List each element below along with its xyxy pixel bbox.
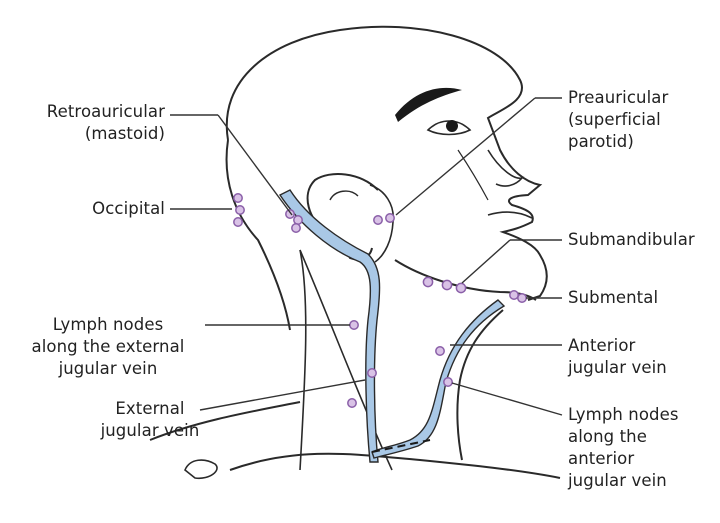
label-lymph-ant-line2: along the bbox=[568, 427, 647, 446]
label-anterior-jugular: Anterior jugular vein bbox=[568, 335, 718, 379]
node-submental bbox=[517, 293, 527, 303]
label-preauricular-line1: Preauricular bbox=[568, 88, 669, 107]
label-retroauricular-line1: Retroauricular bbox=[46, 102, 165, 121]
nose bbox=[487, 149, 525, 187]
eye bbox=[426, 120, 472, 136]
leader-preauricular-diag bbox=[395, 97, 536, 216]
node-external-jugular bbox=[347, 398, 357, 408]
leader-retroauricular-diag bbox=[217, 114, 293, 216]
neck-muscle-outline bbox=[299, 249, 393, 471]
shoulder-outline bbox=[149, 401, 301, 441]
node-submandibular bbox=[455, 282, 467, 294]
label-preauricular-line3: parotid) bbox=[568, 132, 634, 151]
label-lymph-ext-line3: jugular vein bbox=[58, 359, 158, 378]
eyebrow bbox=[395, 87, 462, 122]
label-lymph-ant-line1: Lymph nodes bbox=[568, 405, 679, 424]
label-lymph-ant-line3: anterior bbox=[568, 449, 635, 468]
node-occipital bbox=[235, 205, 245, 215]
label-anterior-jugular-line2: jugular vein bbox=[568, 358, 667, 377]
label-lymph-ext-line2: along the external bbox=[31, 337, 185, 356]
node-retroauricular bbox=[285, 209, 295, 219]
label-retroauricular-line2: (mastoid) bbox=[84, 124, 165, 143]
node-submandibular bbox=[441, 279, 453, 291]
leader-lymph-ant bbox=[451, 382, 563, 416]
label-lymph-anterior-jugular: Lymph nodes along the anterior jugular v… bbox=[568, 404, 718, 492]
mouth bbox=[487, 211, 533, 219]
label-occipital-line1: Occipital bbox=[92, 199, 165, 218]
node-occipital bbox=[233, 217, 243, 227]
collarbone-outline bbox=[229, 452, 561, 479]
node-retroauricular bbox=[293, 215, 303, 225]
cheek-line bbox=[457, 149, 489, 201]
node-preauricular bbox=[385, 213, 395, 223]
eye-pupil bbox=[446, 120, 458, 132]
label-submental: Submental bbox=[568, 287, 718, 309]
jaw-outline bbox=[394, 259, 537, 301]
clavicle-shape bbox=[184, 459, 218, 480]
node-submandibular bbox=[422, 276, 434, 288]
label-lymph-ant-line4: jugular vein bbox=[568, 471, 667, 490]
label-lymph-ext-line1: Lymph nodes bbox=[52, 315, 164, 334]
back-neck-outline bbox=[225, 139, 291, 331]
label-preauricular-line2: (superficial bbox=[568, 110, 661, 129]
label-lymph-external-jugular: Lymph nodes along the external jugular v… bbox=[18, 314, 198, 380]
anterior-jugular-vein bbox=[371, 299, 506, 459]
label-anterior-jugular-line1: Anterior bbox=[568, 336, 636, 355]
label-submandibular: Submandibular bbox=[568, 229, 718, 251]
node-anterior-jugular bbox=[435, 346, 445, 356]
node-external-jugular bbox=[349, 320, 359, 330]
label-occipital: Occipital bbox=[15, 198, 165, 220]
head-outline bbox=[225, 25, 548, 301]
label-retroauricular: Retroauricular (mastoid) bbox=[15, 101, 165, 145]
node-retroauricular bbox=[291, 223, 301, 233]
node-preauricular bbox=[373, 215, 383, 225]
label-preauricular: Preauricular (superficial parotid) bbox=[568, 87, 718, 153]
vein-connection-dashes bbox=[371, 439, 431, 453]
front-neck-outline bbox=[456, 309, 504, 461]
ear-inner bbox=[329, 190, 359, 201]
label-submental-line1: Submental bbox=[568, 288, 659, 307]
node-anterior-jugular bbox=[443, 377, 453, 387]
node-external-jugular bbox=[367, 368, 377, 378]
node-submental bbox=[509, 290, 519, 300]
label-submandibular-line1: Submandibular bbox=[568, 230, 695, 249]
label-external-jugular-line2: jugular vein bbox=[100, 421, 200, 440]
parotid-outline bbox=[369, 184, 395, 263]
external-jugular-vein bbox=[278, 189, 381, 463]
label-external-jugular-line1: External bbox=[115, 399, 185, 418]
node-occipital bbox=[233, 193, 243, 203]
neck-muscle-outline-2 bbox=[299, 249, 307, 471]
leader-lines bbox=[170, 97, 563, 416]
leader-submandibular-diag bbox=[461, 239, 511, 284]
leader-external-jugular bbox=[199, 379, 366, 411]
lymph-nodes-group bbox=[233, 193, 527, 408]
label-external-jugular: External jugular vein bbox=[100, 398, 200, 442]
